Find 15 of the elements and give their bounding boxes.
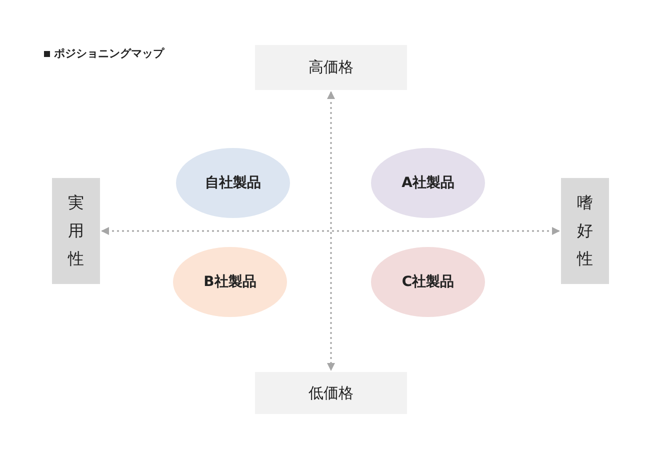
axis-arrow <box>327 91 335 371</box>
axis-label-box <box>561 178 609 284</box>
axis-label-box <box>52 178 100 284</box>
axis-label-box <box>255 372 407 414</box>
node-label: 実用性 <box>68 192 84 270</box>
axis-arrow <box>101 227 560 235</box>
node-label: 嗜好性 <box>577 192 593 270</box>
node-label: B社製品 <box>204 273 256 291</box>
axis-label-box <box>255 45 407 90</box>
node-label: 高価格 <box>308 58 354 77</box>
node-label: C社製品 <box>402 273 454 291</box>
node-label: 自社製品 <box>205 174 261 192</box>
node-label: 低価格 <box>308 384 354 402</box>
node-label: A社製品 <box>402 174 454 192</box>
title: ポジショニングマップ <box>54 46 164 61</box>
